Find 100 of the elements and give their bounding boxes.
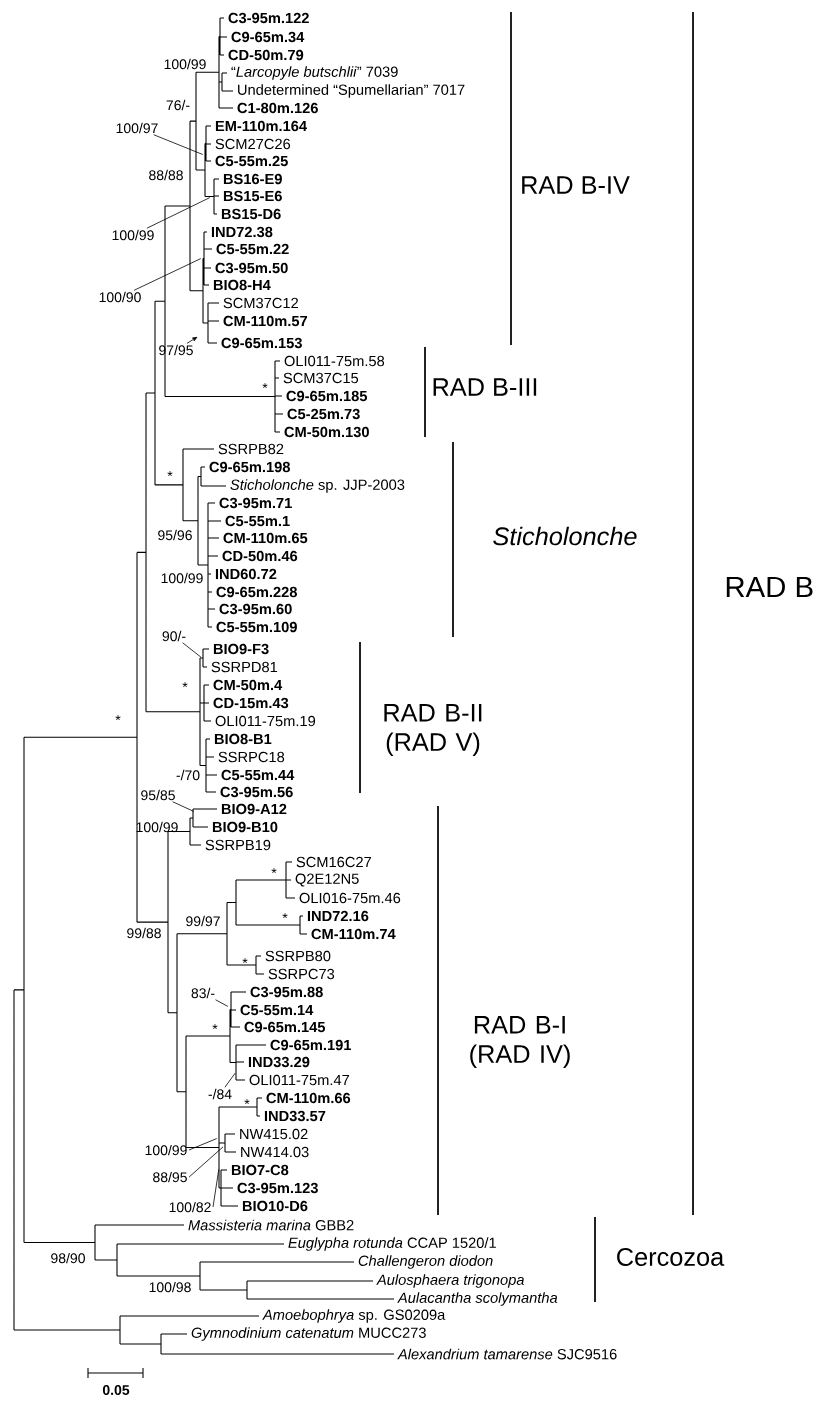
taxon-label: CD-15m.43 [213,697,289,709]
leader-line [188,1138,218,1151]
support-value: * [212,1024,218,1030]
support-value: * [167,471,173,477]
taxon-label: CM-110m.57 [223,315,308,327]
taxon-label: CM-50m.4 [213,679,283,691]
support-value: 97/95 [159,344,193,356]
taxon-label: Undetermined “Spumellarian” 7017 [238,84,465,98]
taxon-label: C9-65m.145 [244,1021,326,1033]
taxon-label: Q2E12N5 [295,873,359,887]
support-value: 90/- [162,630,186,642]
taxon-label: C9-65m.191 [270,1039,352,1051]
taxon-label: C5-55m.1 [225,515,290,527]
taxon-label: SSRPC18 [218,751,285,763]
support-value: 100/99 [136,821,178,833]
taxon-label: Alexandrium tamarense SJC9516 [397,1348,617,1360]
taxon-label: C3-95m.88 [250,986,323,998]
taxon-label: Gymnodinium catenatum MUCC273 [191,1327,426,1341]
leader-line [215,999,229,1007]
taxon-label: BS15-E6 [223,190,282,202]
taxon-label: BIO7-C8 [231,1164,289,1176]
taxon-label: BIO8-H4 [213,279,271,291]
support-value: 95/96 [158,529,192,541]
taxon-label: C5-55m.109 [216,621,297,633]
taxon-label: CM-110m.66 [266,1092,351,1104]
leader-line [133,258,202,291]
clade-label: RAD B [726,576,813,598]
support-value: 99/97 [186,915,220,927]
leader-line [146,197,211,229]
taxon-label: C9-65m.198 [209,461,290,473]
taxon-label: BIO9-F3 [213,643,269,655]
support-value: * [271,868,277,874]
support-value: * [242,958,248,964]
taxon-label: SSRPD81 [211,661,278,673]
clade-label: RAD B-I (RAD IV) [470,1016,570,1068]
taxon-label: C3-95m.71 [219,497,292,509]
taxon-label: C9-65m.34 [231,31,305,43]
support-value: 88/95 [153,1171,187,1183]
taxon-label: BS16-E9 [223,173,282,185]
taxon-label: C5-55m.44 [221,769,295,781]
taxon-label: C9-65m.228 [216,586,297,598]
taxon-label: BIO9-B10 [212,821,278,833]
taxon-label: CD-50m.46 [222,550,298,562]
taxon-label: C3-95m.122 [228,12,309,24]
support-value: * [115,715,121,721]
taxon-label: SCM16C27 [296,856,371,868]
support-value: 100/90 [99,291,141,303]
clade-label: RAD B-III [433,378,537,396]
taxon-label: OLI011-75m.19 [215,715,316,727]
support-value: 100/97 [116,122,158,134]
taxon-label: IND72.38 [211,226,273,238]
taxon-label: Aulacantha scolymantha [397,1292,558,1306]
support-value: 88/88 [149,169,183,181]
support-value: 100/99 [161,572,203,584]
support-value: 100/82 [169,1201,211,1213]
leader-line [172,801,195,812]
leader-line [153,134,204,155]
taxon-label: BIO9-A12 [221,803,287,815]
support-value: 100/98 [149,1281,191,1293]
support-value: -/70 [176,769,200,781]
taxon-label: C9-65m.185 [286,390,368,402]
taxon-label: SSRPB80 [265,950,331,962]
taxon-label: C5-55m.22 [216,243,289,255]
support-value: * [182,682,188,688]
taxon-label: C1-80m.126 [237,102,318,114]
taxon-label: IND33.29 [248,1056,310,1068]
taxon-label: BIO10-D6 [242,1200,308,1212]
leader-line [212,1168,220,1208]
taxon-label: Sticholonche sp. JJP-2003 [230,479,405,493]
support-value: 76/- [166,99,190,111]
taxon-label: Euglypha rotunda CCAP 1520/1 [288,1237,496,1251]
taxon-label: C5-55m.14 [240,1004,314,1016]
support-value: 100/99 [145,1144,187,1156]
leader-line [182,642,202,658]
leader-line [188,1146,224,1178]
clade-label: Sticholonche [493,526,637,546]
taxon-label: Massisteria marina GBB2 [188,1219,354,1231]
support-value: 95/85 [141,789,175,801]
taxon-label: IND72.16 [307,910,369,922]
taxon-label: SSRPC73 [268,968,335,980]
leader-line [224,1072,236,1088]
support-value: 98/90 [51,1252,85,1264]
clade-label: RAD B-IV [522,176,630,194]
support-value: * [244,1099,250,1105]
taxon-label: C3-95m.56 [220,786,293,798]
taxon-label: C3-95m.123 [237,1182,318,1194]
support-value: * [262,383,268,389]
taxon-label: NW414.03 [241,1146,309,1158]
taxon-label: C3-95m.60 [219,603,292,615]
support-value: 100/99 [112,229,154,241]
taxon-label: BIO8-B1 [214,733,272,745]
taxon-label: OLI011-75m.58 [284,355,385,367]
clade-label: RAD B-II (RAD V) [384,704,482,756]
taxon-label: SSRPB82 [218,443,284,455]
taxon-label: “Larcopyle butschlii” 7039 [231,66,398,80]
taxon-label: NW415.02 [240,1128,308,1140]
taxon-label: SCM37C15 [283,372,359,384]
taxon-label: C3-95m.50 [215,262,288,274]
taxon-label: C5-25m.73 [287,408,360,420]
taxon-label: Aulosphaera trigonopa [376,1274,524,1288]
